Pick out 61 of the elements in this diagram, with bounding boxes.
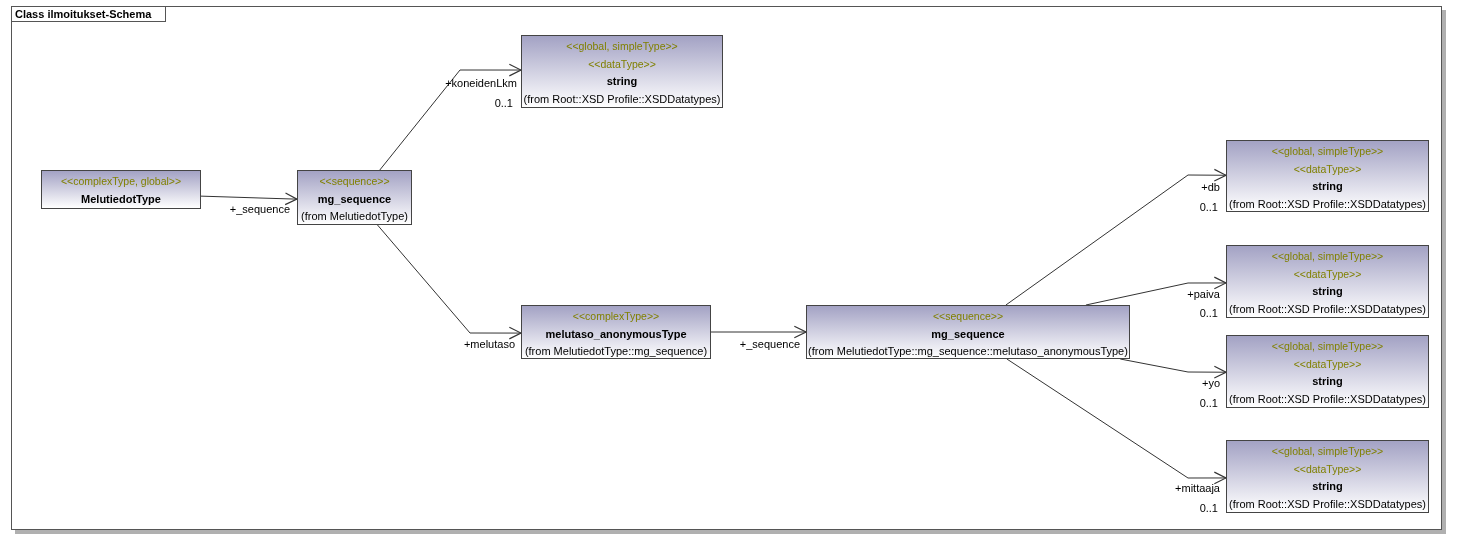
association-arrow [1085, 276, 1227, 306]
stereotype-text: <<dataType>> [588, 56, 656, 72]
stereotype-text: <<dataType>> [1293, 356, 1362, 372]
role-label: +paiva [1187, 288, 1220, 301]
class-box [521, 305, 711, 359]
origin-text: (from MelutiedotType::mg_sequence) [524, 344, 708, 359]
class-box [41, 170, 201, 209]
class-name: MelutiedotType [81, 191, 161, 207]
class-name: string [1312, 479, 1343, 494]
stereotype-text: <<global, simpleType>> [1271, 144, 1384, 159]
class-box [297, 170, 412, 225]
class-box [1226, 440, 1429, 513]
association-arrow [1005, 168, 1227, 306]
origin-text: (from Root::XSD Profile::XSDDatatypes) [1229, 391, 1426, 407]
class-box [1226, 245, 1429, 318]
association-arrow [710, 325, 807, 339]
multiplicity-label: 0..1 [1199, 307, 1218, 320]
class-box [806, 305, 1130, 359]
role-label: +_sequence [229, 203, 290, 216]
stereotype-text: <<global, simpleType>> [1271, 444, 1384, 459]
multiplicity-label: 0..1 [1199, 502, 1218, 515]
association-arrow [377, 224, 522, 340]
class-box [521, 35, 723, 108]
origin-text: (from MelutiedotType) [301, 209, 408, 224]
frame-title: Class ilmoitukset-Schema [12, 7, 167, 22]
stereotype-text: <<global, simpleType>> [1271, 339, 1384, 354]
role-label: +mittaaja [1175, 482, 1220, 495]
stereotype-text: <<complexType>> [572, 309, 660, 324]
origin-text: (from Root::XSD Profile::XSDDatatypes) [1229, 496, 1426, 512]
class-name: mg_sequence [317, 191, 392, 207]
class-name: string [606, 74, 638, 89]
role-label: +melutaso [463, 338, 515, 351]
role-label: +db [1201, 181, 1220, 194]
association-arrow [200, 192, 298, 206]
multiplicity-label: 0..1 [494, 97, 513, 110]
class-name: string [1312, 374, 1343, 389]
stereotype-text: <<sequence>> [319, 174, 390, 189]
class-box [1226, 335, 1429, 408]
stereotype-text: <<dataType>> [1293, 161, 1362, 177]
role-label: +koneidenLkm [445, 77, 517, 90]
origin-text: (from Root::XSD Profile::XSDDatatypes) [1229, 301, 1426, 317]
multiplicity-label: 0..1 [1199, 201, 1218, 214]
class-name: mg_sequence [931, 326, 1005, 342]
origin-text: (from MelutiedotType::mg_sequence::melutaso_anonymousType) [808, 344, 1128, 359]
association-arrow [379, 63, 522, 171]
role-label: +yo [1201, 377, 1220, 390]
class-name: melutaso_anonymousType [545, 326, 687, 342]
stereotype-text: <<complexType, global>> [60, 174, 182, 189]
class-box [1226, 140, 1429, 212]
class-name: string [1312, 284, 1343, 299]
multiplicity-label: 0..1 [1199, 397, 1218, 410]
stereotype-text: <<dataType>> [1293, 461, 1362, 477]
role-label: +_sequence [739, 338, 800, 351]
class-name: string [1312, 179, 1343, 194]
stereotype-text: <<sequence>> [932, 309, 1004, 324]
origin-text: (from Root::XSD Profile::XSDDatatypes) [1229, 196, 1426, 212]
association-arrow [1006, 358, 1227, 485]
stereotype-text: <<global, simpleType>> [1271, 249, 1384, 264]
stereotype-text: <<dataType>> [1293, 266, 1362, 282]
stereotype-text: <<global, simpleType>> [566, 39, 678, 54]
origin-text: (from Root::XSD Profile::XSDDatatypes) [523, 91, 721, 107]
